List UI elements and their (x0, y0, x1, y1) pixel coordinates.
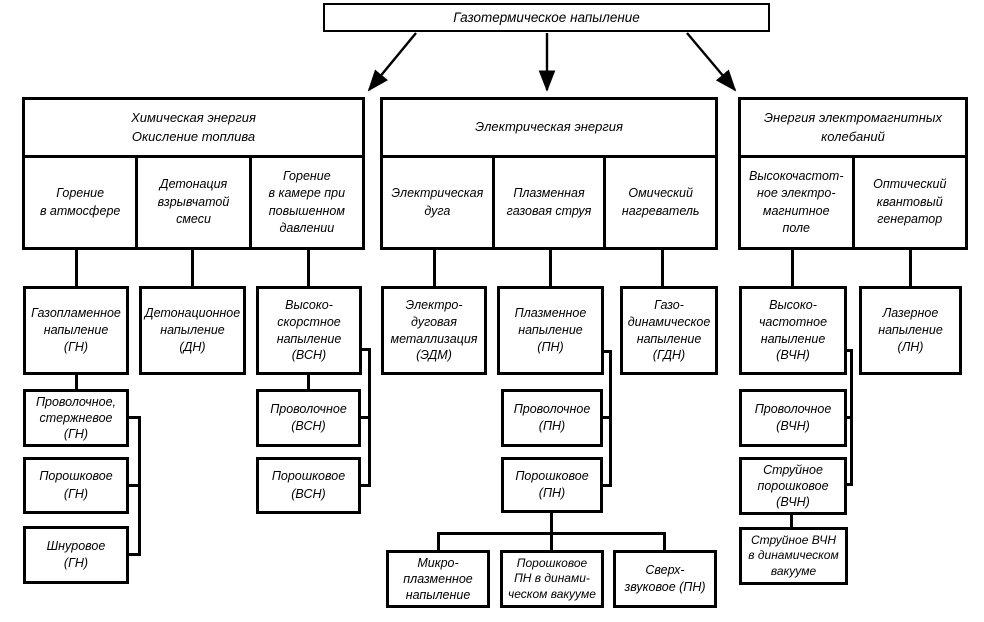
bracket-pn-stub2 (603, 416, 612, 419)
branch-electromagnetic-header: Энергия электромагнитных колебаний (741, 100, 965, 158)
node-vsn-high-velocity-spraying: Высоко- скорстное напыление (ВСН) (256, 286, 362, 375)
node-vchn-high-frequency-spraying: Высоко- частотное напыление (ВЧН) (739, 286, 847, 375)
connector-chem3-vsn (307, 250, 310, 286)
connector-emag1-vchn (791, 250, 794, 286)
node-gdn-gas-dynamic-spraying: Газо- динамическое напыление (ГДН) (620, 286, 718, 375)
bracket-vsn-vertical (368, 348, 371, 487)
bracket-pn-stub1 (604, 350, 612, 353)
node-gn-flame-spraying: Газопламенное напыление (ГН) (23, 286, 129, 375)
node-supersonic-pn: Сверх- звуковое (ПН) (613, 550, 717, 608)
node-vsn-powder: Порошковое (ВСН) (256, 457, 361, 514)
connector-vchnjet-vacuum (790, 513, 793, 527)
source-combustion-atmosphere: Горение в атмосфере (39, 186, 121, 218)
node-gn-wire-rod: Проволочное, стержневое (ГН) (23, 389, 129, 447)
node-edm-arc-metallization: Электро- дуговая металлизация (ЭДМ) (381, 286, 487, 375)
arrow-to-electromagnetic (686, 32, 737, 92)
connector-emag2-ln (909, 250, 912, 286)
source-electric-arc: Электрическая дуга (391, 186, 484, 218)
connector-vsn-wire (307, 375, 310, 389)
bracket-vsn-stub2 (361, 416, 371, 419)
node-gn-cord: Шнуровое (ГН) (23, 526, 129, 584)
bracket-gn-stub3 (129, 553, 141, 556)
source-plasma-gas-jet: Плазменная газовая струя (491, 158, 604, 247)
node-vchn-dynamic-vacuum: Струйное ВЧН в динамическом вакууме (739, 527, 848, 585)
connector-elec2-pn (549, 250, 552, 286)
node-micro-plasma-spraying: Микро- плазменное напыление (386, 550, 490, 608)
bracket-pn-vertical (609, 350, 612, 487)
bracket-vsn-stub3 (361, 484, 371, 487)
node-powder-pn-dynamic-vacuum: Порошковое ПН в динами- ческом вакууме (500, 550, 604, 608)
source-ohmic-heater: Омический нагреватель (603, 158, 715, 247)
node-pn-plasma-spraying: Плазменное напыление (ПН) (497, 286, 604, 375)
root-node: Газотермическое напыление (323, 3, 770, 32)
source-combustion-chamber: Горение в камере при повышенном давлении (248, 158, 362, 247)
source-detonation-mixture: Детонация взрывчатой смеси (135, 158, 248, 247)
drop-supersonic-pn (663, 532, 666, 550)
source-optical-quantum-generator: Оптический квантовый генератор (851, 158, 966, 247)
branch-chemical-header: Химическая энергия Окисление топлива (25, 100, 362, 158)
connector-elec3-gdn (661, 250, 664, 286)
distributor-horizontal (437, 532, 666, 535)
bracket-gn-vertical (138, 416, 141, 556)
bracket-vsn-stub1 (362, 348, 371, 351)
node-gn-powder: Порошковое (ГН) (23, 457, 129, 514)
connector-elec1-edm (433, 250, 436, 286)
branch-chemical-energy: Химическая энергия Окисление топлива Гор… (22, 97, 365, 250)
bracket-gn-stub1 (129, 416, 141, 419)
branch-electromagnetic-energy: Энергия электромагнитных колебаний Высок… (738, 97, 968, 250)
connector-chem1-gn (75, 250, 78, 286)
node-vsn-wire: Проволочное (ВСН) (256, 389, 361, 447)
arrow-to-chemical (367, 32, 417, 92)
node-ln-laser-spraying: Лазерное напыление (ЛН) (859, 286, 962, 375)
source-hf-electromagnetic-field: Высокочастот- ное электро- магнитное пол… (748, 168, 844, 236)
drop-micro-pn (437, 532, 440, 550)
bracket-gn-stub2 (129, 484, 141, 487)
branch-electrical-header: Электрическая энергия (383, 100, 715, 158)
node-pn-powder: Порошковое (ПН) (501, 457, 603, 513)
node-vchn-jet-powder: Струйное порошковое (ВЧН) (739, 457, 847, 515)
branch-electrical-energy: Электрическая энергия Электрическая дуга… (380, 97, 718, 250)
connector-chem2-dn (191, 250, 194, 286)
node-pn-wire: Проволочное (ПН) (501, 389, 603, 447)
connector-gn-wire (75, 375, 78, 389)
bracket-vchn-vertical (850, 349, 853, 486)
node-vchn-wire: Проволочное (ВЧН) (739, 389, 847, 447)
node-dn-detonation-spraying: Детонационное напыление (ДН) (139, 286, 246, 375)
connector-pnpowder-bottom (550, 512, 553, 550)
bracket-pn-stub3 (603, 484, 612, 487)
